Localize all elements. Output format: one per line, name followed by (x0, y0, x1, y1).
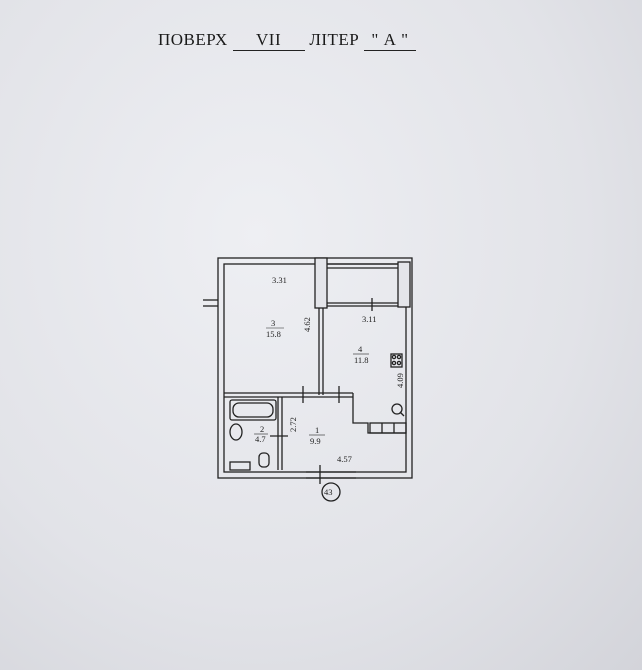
room4-number: 4 (358, 344, 363, 354)
room3-number: 3 (271, 318, 275, 328)
letter-value: " А " (363, 30, 416, 51)
axis-marker-label: 43 (324, 487, 333, 497)
room4-area: 11.8 (354, 355, 369, 365)
floor-label: ПОВЕРХ (158, 30, 228, 49)
room2-area: 4.7 (255, 434, 266, 444)
floor-value: VII (232, 30, 305, 51)
dim-room2-width: 2.72 (288, 417, 298, 432)
dim-room3-width: 3.31 (272, 275, 287, 285)
dim-room1-width: 4.57 (337, 454, 352, 464)
room3-area: 15.8 (266, 329, 281, 339)
room1-number: 1 (315, 425, 319, 435)
document-title: ПОВЕРХ VII ЛІТЕР " А " (158, 30, 416, 51)
dim-room4-length: 4.09 (395, 373, 405, 388)
dim-room3-length: 4.62 (302, 317, 312, 332)
room2-number: 2 (260, 424, 264, 434)
room1-area: 9.9 (310, 436, 321, 446)
letter-label: ЛІТЕР (309, 30, 360, 49)
dim-room4-width: 3.11 (362, 314, 377, 324)
